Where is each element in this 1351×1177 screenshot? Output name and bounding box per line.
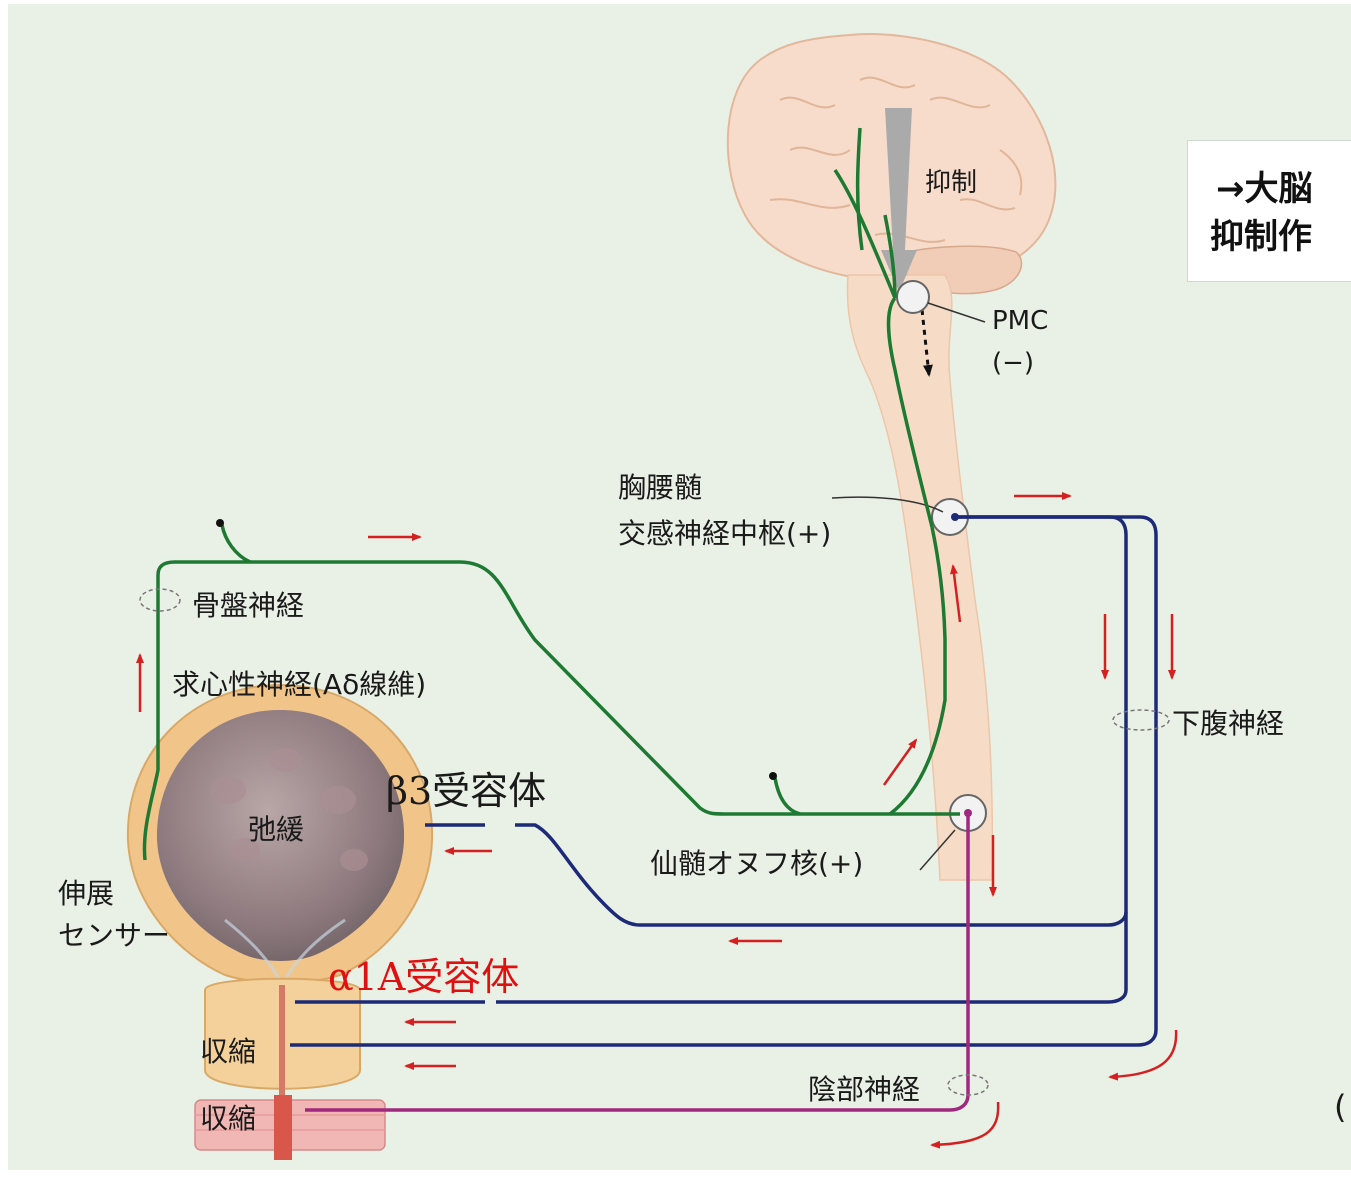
inhibition-label: 抑制: [925, 168, 978, 198]
flow-arrow: [930, 1101, 1000, 1149]
pmc-sign-label: (−): [992, 348, 1035, 378]
pelvic-nerve-label: 骨盤神経: [192, 589, 305, 622]
afferent-end-dot: [216, 519, 224, 527]
pudendal-nerve-label: 陰部神経: [808, 1073, 921, 1106]
hypogastric-nerve-bundle: [1112, 709, 1170, 731]
thoracolumbar-label-line-1: 胸腰髄: [618, 471, 703, 504]
afferent-nerve-label: 求心性神経(Aδ線維): [172, 668, 427, 701]
cortex-inhibition-callout: →大脳 抑制作: [1187, 140, 1351, 282]
callout-line-1: →大脳: [1216, 169, 1313, 209]
afferent-pathway: [142, 127, 960, 861]
thoracolumbar-label-line-2: 交感神経中枢(+): [618, 517, 832, 550]
spinal-cord: [846, 274, 994, 881]
flow-arrows: [136, 492, 1178, 1149]
pudendal-nerve-bundle: [947, 1074, 989, 1096]
pmc-center: [896, 280, 930, 314]
pelvic-nerve-bundle: [139, 588, 181, 612]
stretch-sensor-label-line-2: センサー: [58, 919, 171, 952]
bladder-illustration: [126, 683, 434, 1160]
contraction-label-2: 収縮: [200, 1102, 257, 1135]
flow-arrow: [950, 564, 962, 623]
hypogastric-nerve-label: 下腹神経: [1172, 707, 1285, 740]
beta3-receptor-label: β3受容体: [386, 769, 547, 813]
descending-dotted-arrow: [919, 299, 933, 377]
edge-paren: (: [1334, 1088, 1347, 1126]
inhibition-arrow: [881, 108, 917, 292]
stretch-sensor-label-line-1: 伸展: [58, 877, 115, 910]
onuf-nucleus-label: 仙髄オヌフ核(+): [650, 847, 864, 880]
pmc-label: PMC: [992, 306, 1049, 336]
sympathetic-pathway: [290, 515, 1158, 1047]
flow-arrow: [1108, 1029, 1178, 1081]
contraction-label-1: 収縮: [200, 1035, 257, 1068]
alpha1a-receptor-label: α1A受容体: [328, 955, 520, 999]
flow-arrow: [882, 738, 918, 786]
relaxed-label: 弛緩: [248, 813, 305, 846]
callout-line-2: 抑制作: [1210, 217, 1312, 257]
